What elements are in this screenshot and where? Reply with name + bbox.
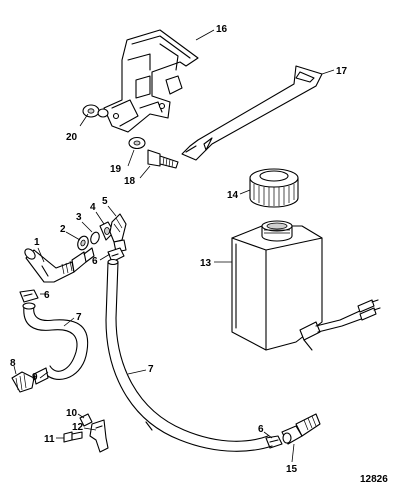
callout-6b: 6 xyxy=(44,290,50,301)
mounting-bracket xyxy=(103,29,199,133)
tank-strap xyxy=(181,65,323,161)
hose-7-long xyxy=(105,258,273,452)
clamp-6b xyxy=(19,289,39,303)
clamp-6a xyxy=(107,247,125,263)
callout-16: 16 xyxy=(216,24,228,35)
callout-1: 1 xyxy=(34,237,40,248)
callout-6a: 6 xyxy=(92,256,98,267)
callout-18: 18 xyxy=(124,176,136,187)
figure-number: 12826 xyxy=(360,474,388,485)
hose-7-short xyxy=(22,302,89,380)
elbow-fitting-1 xyxy=(24,247,95,283)
washer-19 xyxy=(128,136,146,150)
clip-12 xyxy=(89,419,109,453)
callouts: 1 2 3 4 5 6 6 6 7 7 8 9 10 11 12 13 14 1… xyxy=(10,24,348,475)
callout-9: 9 xyxy=(32,372,38,383)
callout-6c: 6 xyxy=(258,424,264,435)
callout-12: 12 xyxy=(72,422,84,433)
elbow-fitting-5 xyxy=(109,213,127,253)
callout-10: 10 xyxy=(66,408,78,419)
leader-lines xyxy=(13,29,335,463)
fitting-15 xyxy=(281,413,321,445)
callout-7a: 7 xyxy=(76,312,82,323)
o-ring-3 xyxy=(90,231,100,245)
oil-tank xyxy=(231,220,381,351)
clamp-6c xyxy=(265,435,283,449)
callout-19: 19 xyxy=(110,164,122,175)
callout-11: 11 xyxy=(44,434,55,445)
callout-3: 3 xyxy=(76,212,82,223)
bolt-18 xyxy=(147,149,179,169)
callout-2: 2 xyxy=(60,224,66,235)
nut-20 xyxy=(82,104,109,118)
callout-14: 14 xyxy=(227,190,239,201)
callout-4: 4 xyxy=(90,202,96,213)
callout-5: 5 xyxy=(102,196,108,207)
callout-7b: 7 xyxy=(148,364,154,375)
callout-8: 8 xyxy=(10,358,16,369)
callout-15: 15 xyxy=(286,464,298,475)
callout-13: 13 xyxy=(200,258,212,269)
callout-20: 20 xyxy=(66,132,78,143)
fitting-8 xyxy=(11,367,49,393)
tank-cap xyxy=(249,168,299,208)
screw-11 xyxy=(63,431,83,443)
washer-2 xyxy=(77,235,89,251)
callout-17: 17 xyxy=(336,66,348,77)
